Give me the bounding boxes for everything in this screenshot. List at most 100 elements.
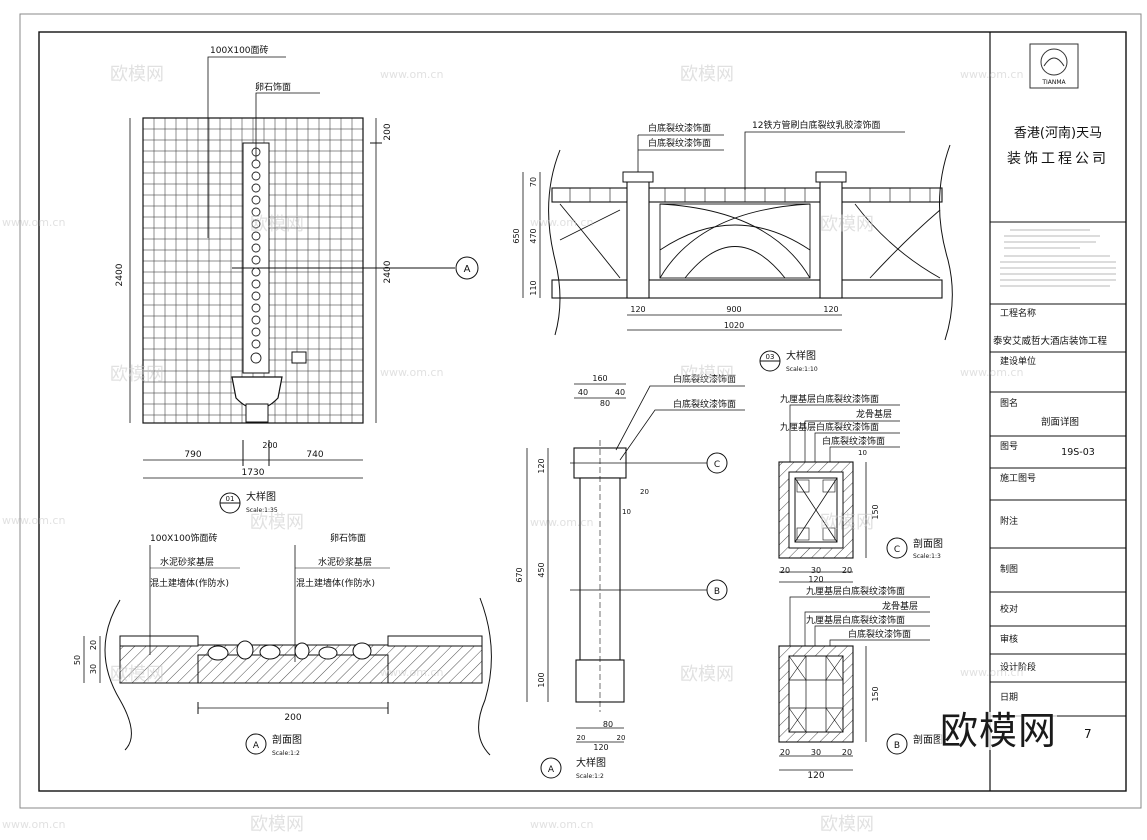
label-tile-finish: 100X100饰面砖: [150, 532, 218, 544]
section-c-dim-150: 150: [871, 504, 880, 519]
sheet-number: 7: [1084, 727, 1092, 741]
section-b-label-2: 龙骨基层: [882, 600, 918, 612]
section-c-dim-10: 10: [858, 449, 867, 457]
watermark-site-8: www.om.cn: [2, 514, 65, 527]
section-c-marker: C: [894, 545, 900, 555]
watermark-site-6: www.om.cn: [2, 216, 65, 229]
watermark-brand-5: 欧模网: [250, 512, 304, 533]
label-crackle-paint-2: 白底裂纹漆饰面: [648, 137, 711, 149]
watermark-brand-9: 欧模网: [110, 664, 164, 685]
section-b-label-4: 白底裂纹漆饰面: [848, 628, 911, 640]
dim-post-side-20: 20: [640, 488, 649, 496]
dim-post-side-10: 10: [622, 508, 631, 516]
watermark-site-3: www.om.cn: [380, 366, 443, 379]
detail-03-title: 大样图: [786, 349, 816, 362]
pebble-strip: [242, 142, 270, 374]
watermark-brand-3: 欧模网: [110, 364, 164, 385]
basin-base: [245, 403, 269, 423]
section-c-dim-b2: 30: [811, 566, 821, 575]
section-b-title: 剖面图: [913, 733, 943, 746]
section-c-label-4: 白底裂纹漆饰面: [822, 435, 885, 447]
label-tile-100x100: 100X100面砖: [210, 44, 269, 56]
section-c-detail: 九厘基层白底裂纹漆饰面 龙骨基层 九厘基层白底裂纹漆饰面 白底裂纹漆饰面 10 …: [778, 393, 943, 584]
section-b-marker: B: [894, 741, 900, 751]
dim-post-bot-20-right: 20: [617, 734, 626, 742]
label-mortar-base-right: 水泥砂浆基层: [318, 556, 372, 568]
outer-border: [19, 13, 1142, 809]
detail-01-number: 01: [226, 495, 235, 503]
dim-post-height-670: 670: [515, 567, 524, 582]
watermark-brand-6: 欧模网: [820, 512, 874, 533]
post-marker-c: C: [714, 460, 720, 470]
dim-mid-200: 200: [262, 441, 277, 450]
note-label: 附注: [1000, 515, 1018, 527]
section-c-dim-b1: 20: [780, 566, 790, 575]
section-c-label-1: 九厘基层白底裂纹漆饰面: [780, 393, 879, 405]
railing-post-left: [626, 179, 650, 299]
railing-post-right: [819, 179, 843, 299]
section-b-dim-total: 120: [807, 771, 824, 781]
dim-section-50: 50: [73, 655, 82, 665]
dim-railing-470: 470: [529, 228, 538, 243]
review-label: 审核: [1000, 633, 1018, 645]
section-b-dim-150: 150: [871, 686, 880, 701]
section-c-label-3: 九厘基层白底裂纹漆饰面: [780, 421, 879, 433]
dim-railing-110: 110: [529, 280, 538, 295]
dim-railing-650: 650: [512, 228, 521, 243]
dim-right-740: 740: [306, 450, 323, 460]
section-a-pebble: 100X100饰面砖 水泥砂浆基层 混土建墙体(作防水) 卵石饰面 水泥砂浆基层…: [73, 532, 492, 757]
dim-post-left-120: 120: [630, 305, 645, 314]
drawing-name: 剖面详图: [1041, 416, 1079, 428]
section-b-dim-b3: 20: [842, 748, 852, 757]
dim-post-top-160: 160: [592, 374, 607, 383]
detail-01-elevation: A 100X100面砖 卵石饰面 2400 200 2400 790 200 7…: [115, 44, 479, 514]
section-b-dim-b1: 20: [780, 748, 790, 757]
unit-label: 建设单位: [1000, 355, 1036, 367]
label-mortar-base-left: 水泥砂浆基层: [160, 556, 214, 568]
detail-03-scale: Scale:1:10: [786, 366, 818, 373]
watermark-site-1: www.om.cn: [380, 68, 443, 81]
watermark-site-5: www.om.cn: [530, 516, 593, 529]
watermark-site-12: www.om.cn: [2, 818, 65, 831]
post-label-paint-1: 白底裂纹漆饰面: [673, 373, 736, 385]
section-c-scale: Scale:1:3: [913, 553, 941, 560]
project-name: 泰安艾威哲大酒店装饰工程: [993, 335, 1108, 347]
railing-lattice: [559, 203, 941, 279]
copyright-notes: [1000, 229, 1116, 287]
detail-post-elevation: C B 160 40 80 40 白底裂纹漆饰面 白底裂纹漆饰面 670 120…: [515, 373, 745, 780]
watermark-brand-4: 欧模网: [680, 364, 734, 385]
dim-post-top-40-left: 40: [578, 388, 588, 397]
label-pebble-finish: 卵石饰面: [255, 81, 291, 93]
section-marker-a: A: [464, 264, 471, 275]
dim-post-bot-20-left: 20: [577, 734, 586, 742]
drawing-label: 图名: [1000, 397, 1018, 409]
label-iron-tube: 12铁方管刷白底裂纹乳胶漆饰面: [752, 119, 880, 131]
brand-watermark: 欧模网: [940, 709, 1058, 753]
dim-post-base-100: 100: [537, 672, 546, 687]
section-a1-marker: A: [253, 741, 260, 751]
section-b-label-3: 九厘基层白底裂纹漆饰面: [806, 614, 905, 626]
section-b-detail: 九厘基层白底裂纹漆饰面 龙骨基层 九厘基层白底裂纹漆饰面 白底裂纹漆饰面 150…: [778, 585, 943, 781]
dim-railing-1020: 1020: [724, 321, 744, 330]
dim-post-top-80: 80: [600, 399, 610, 408]
section-b-label-1: 九厘基层白底裂纹漆饰面: [806, 585, 905, 597]
dim-post-bot-80: 80: [603, 720, 613, 729]
checker-label: 校对: [1000, 603, 1018, 615]
watermark-brand-12: 欧模网: [820, 814, 874, 835]
watermark-brand-8: 欧模网: [820, 214, 874, 235]
section-c-dim-total: 120: [808, 575, 823, 584]
post-detail-title: 大样图: [576, 756, 606, 769]
watermark-site-2: www.om.cn: [960, 68, 1023, 81]
control-box: [291, 351, 307, 364]
designer-label: 制图: [1000, 563, 1018, 575]
company-name-line1: 香港(河南)天马: [1014, 125, 1102, 141]
detail-03-railing: 白底裂纹漆饰面 白底裂纹漆饰面 12铁方管刷白底裂纹乳胶漆饰面 650 70 4…: [512, 119, 953, 373]
design-stage-label: 设计阶段: [1000, 661, 1036, 673]
dim-section-30: 30: [89, 664, 98, 674]
watermark-site-9: www.om.cn: [380, 666, 443, 679]
detail-03-number: 03: [766, 353, 775, 361]
section-c-title: 剖面图: [913, 537, 943, 550]
dim-total-1730: 1730: [242, 468, 265, 478]
section-b-dim-b2: 30: [811, 748, 821, 757]
